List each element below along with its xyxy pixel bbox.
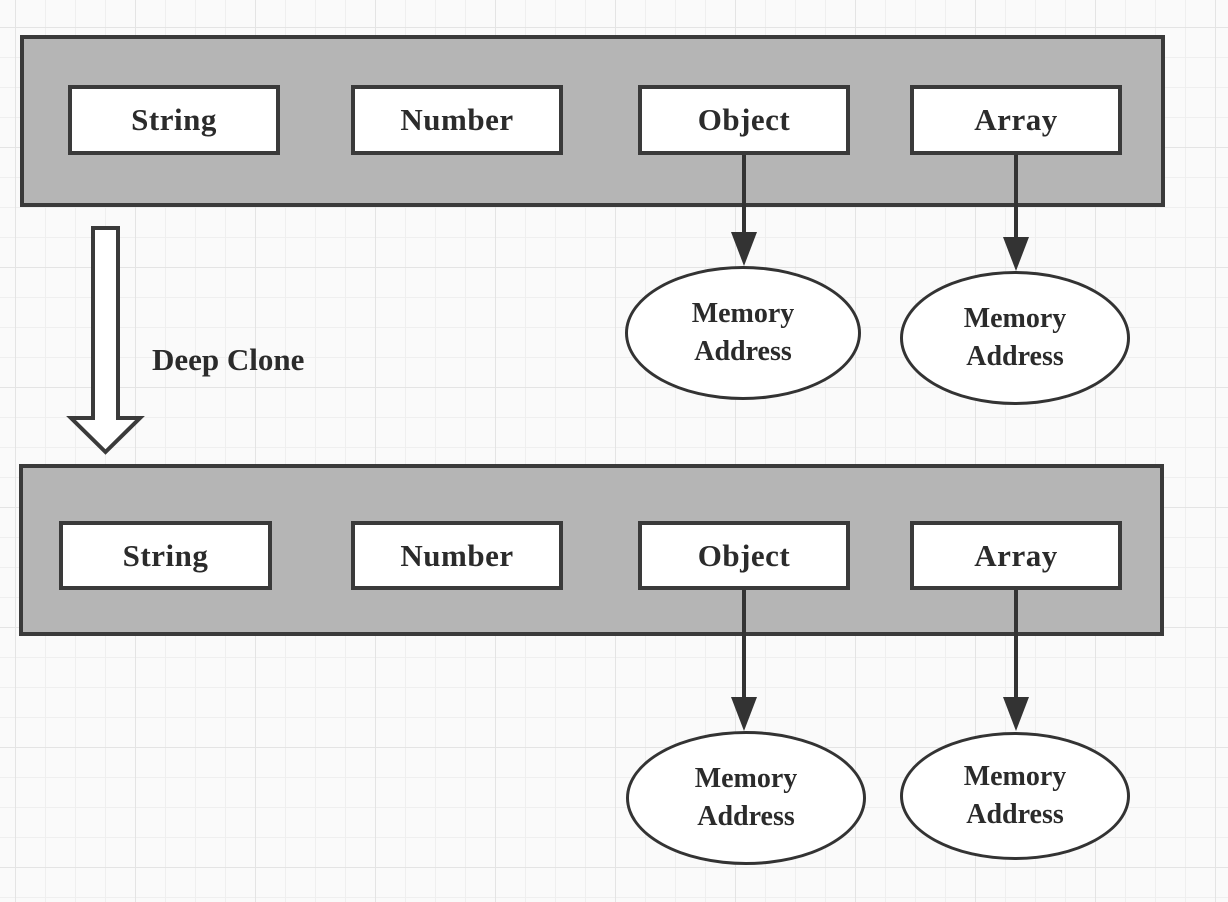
bottom-object-memory-address-ellipse: Memory Address — [626, 731, 866, 865]
top-type-box-number-label: Number — [400, 102, 514, 137]
memory-address-line1: Memory — [963, 761, 1067, 793]
memory-address-line2: Address — [966, 799, 1064, 830]
top-type-box-array-label: Array — [974, 102, 1058, 137]
bottom-type-box-string: String — [59, 521, 272, 590]
memory-address-line2: Address — [694, 336, 792, 367]
deep-clone-label: Deep Clone — [152, 342, 305, 377]
bottom-type-box-object-label: Object — [697, 537, 791, 573]
deep-clone-arrow-icon — [66, 226, 145, 455]
top-type-box-string-label: String — [131, 102, 217, 137]
top-type-box-number: Number — [351, 85, 563, 155]
bottom-type-box-object: Object — [638, 521, 850, 590]
memory-address-line1: Memory — [694, 763, 798, 795]
top-object-memory-address-ellipse: Memory Address — [625, 266, 861, 400]
top-type-box-array: Array — [910, 85, 1122, 155]
memory-address-line2: Address — [966, 341, 1064, 372]
top-array-memory-address-ellipse: Memory Address — [900, 271, 1130, 405]
top-type-box-string: String — [68, 85, 280, 155]
bottom-type-box-array-label: Array — [974, 537, 1058, 573]
memory-address-line1: Memory — [963, 303, 1067, 335]
bottom-array-memory-address-ellipse: Memory Address — [900, 732, 1130, 860]
bottom-type-box-string-label: String — [122, 537, 209, 573]
memory-address-line1: Memory — [691, 298, 795, 330]
bottom-type-box-number-label: Number — [400, 537, 514, 573]
top-type-box-object-label: Object — [697, 102, 791, 137]
top-type-box-object: Object — [638, 85, 850, 155]
memory-address-line2: Address — [697, 801, 795, 832]
bottom-type-box-number: Number — [351, 521, 563, 590]
bottom-type-box-array: Array — [910, 521, 1122, 590]
